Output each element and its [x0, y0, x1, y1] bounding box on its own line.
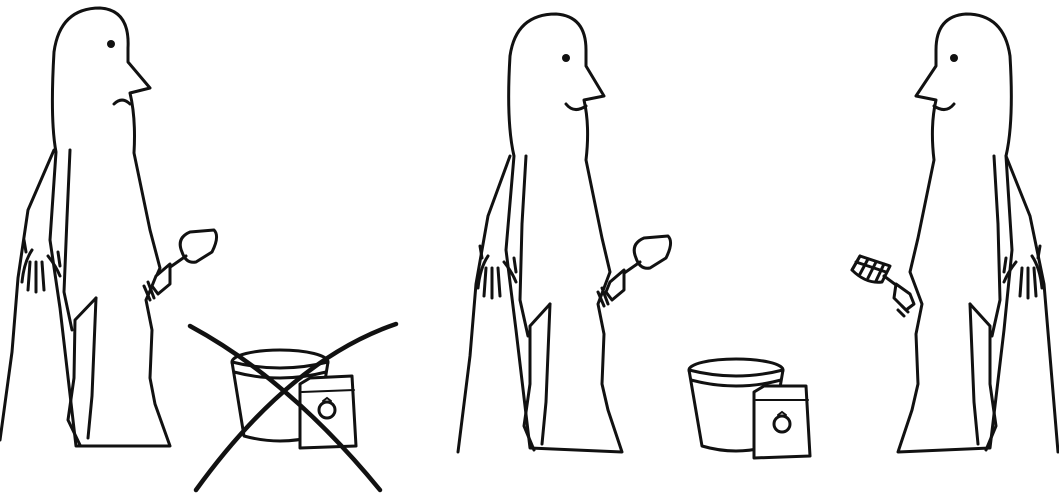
- eye: [950, 54, 958, 62]
- figure-back-edge: [0, 150, 54, 440]
- hand-fork-icon: [852, 256, 914, 316]
- figure-happy-with-trowel: [458, 14, 671, 452]
- bucket-and-seeds: [689, 359, 810, 458]
- eye: [107, 40, 115, 48]
- figure-body: [898, 14, 1012, 452]
- figure-body: [506, 14, 622, 452]
- figure-back-edge: [1006, 156, 1058, 452]
- figure-back-edge: [458, 156, 510, 452]
- figure-happy-with-hand-fork: [852, 14, 1058, 452]
- figure-sad-with-trowel: [0, 8, 217, 446]
- seed-packet-icon: [754, 386, 810, 458]
- bucket-and-seeds-crossed-out: [190, 324, 396, 490]
- eye: [562, 54, 570, 62]
